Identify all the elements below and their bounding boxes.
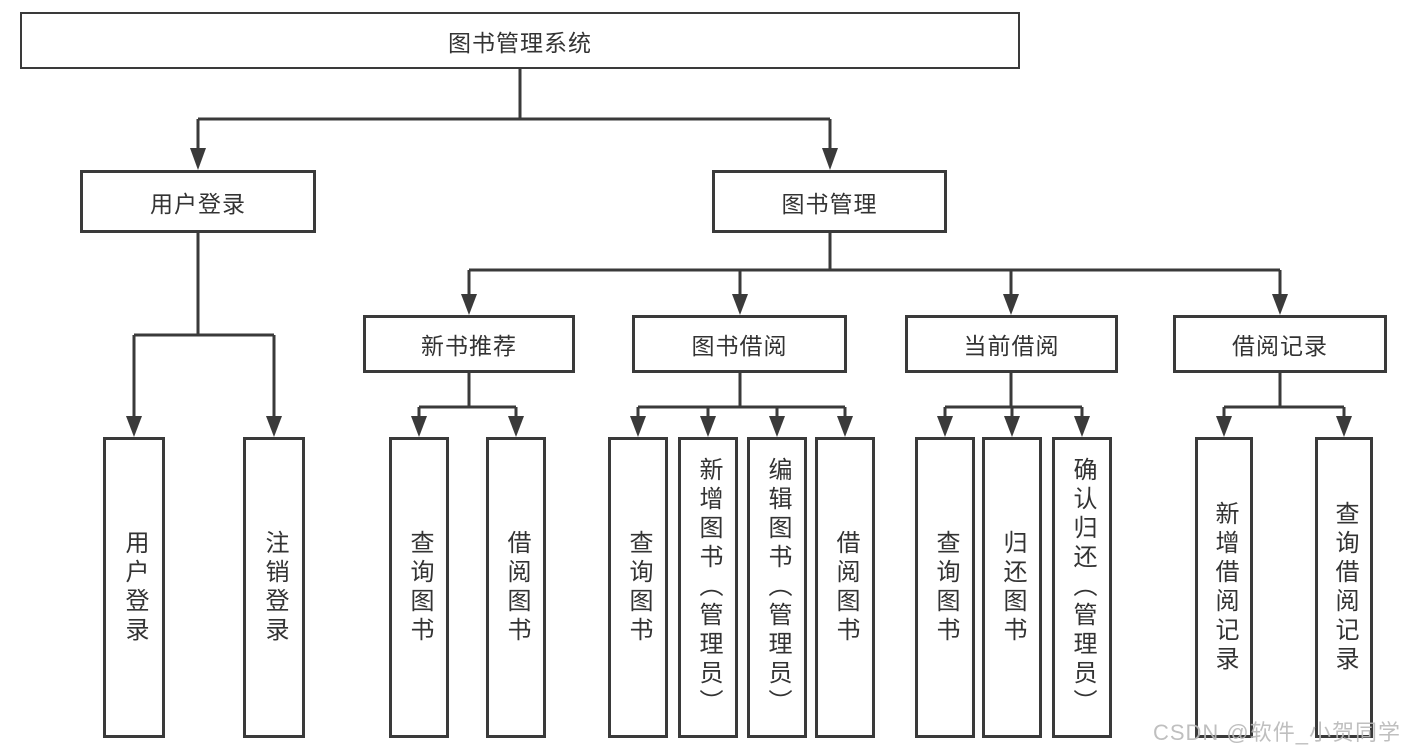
node-current-borrowing: 当前借阅 <box>905 315 1118 373</box>
leaf-add-borrow-record-label: 新增借阅记录 <box>1211 500 1238 675</box>
leaf-add-borrow-record: 新增借阅记录 <box>1195 437 1253 738</box>
leaf-borrow-books-borrowing-label: 借阅图书 <box>832 529 859 646</box>
node-new-book-recommendation-label: 新书推荐 <box>421 333 517 359</box>
node-book-management-system-label: 图书管理系统 <box>448 29 592 56</box>
node-book-borrowing: 图书借阅 <box>632 315 847 373</box>
leaf-borrow-books-borrowing: 借阅图书 <box>815 437 875 738</box>
leaf-borrow-books-recommend-label: 借阅图书 <box>503 529 530 646</box>
node-user-login-label: 用户登录 <box>150 190 246 217</box>
watermark: CSDN @软件_小贺同学 <box>1152 720 1401 745</box>
leaf-query-books-current: 查询图书 <box>915 437 975 738</box>
node-borrowing-records: 借阅记录 <box>1173 315 1387 373</box>
node-book-management: 图书管理 <box>712 170 947 233</box>
leaf-user-login: 用户登录 <box>103 437 165 738</box>
leaf-user-login-label: 用户登录 <box>121 529 148 646</box>
leaf-query-borrow-record-label: 查询借阅记录 <box>1331 500 1358 675</box>
node-book-management-label: 图书管理 <box>781 190 878 217</box>
leaf-query-books-recommend-label: 查询图书 <box>406 529 433 646</box>
leaf-return-books: 归还图书 <box>982 437 1042 738</box>
leaf-return-books-label: 归还图书 <box>999 529 1026 646</box>
leaf-add-books-admin-label: 新增图书（管理员） <box>695 457 722 718</box>
leaf-confirm-return-admin: 确认归还（管理员） <box>1052 437 1112 738</box>
leaf-add-books-admin: 新增图书（管理员） <box>678 437 738 738</box>
node-new-book-recommendation: 新书推荐 <box>363 315 575 373</box>
leaf-edit-books-admin-label: 编辑图书（管理员） <box>764 457 791 718</box>
leaf-borrow-books-recommend: 借阅图书 <box>486 437 546 738</box>
leaf-query-books-borrowing-label: 查询图书 <box>625 529 652 646</box>
node-book-management-system: 图书管理系统 <box>20 12 1020 69</box>
leaf-logout-label: 注销登录 <box>261 529 288 646</box>
node-book-borrowing-label: 图书借阅 <box>691 333 788 359</box>
leaf-logout: 注销登录 <box>243 437 305 738</box>
leaf-query-books-current-label: 查询图书 <box>932 529 959 646</box>
leaf-confirm-return-admin-label: 确认归还（管理员） <box>1069 457 1096 718</box>
node-current-borrowing-label: 当前借阅 <box>963 333 1060 359</box>
leaf-query-books-borrowing: 查询图书 <box>608 437 668 738</box>
node-user-login: 用户登录 <box>80 170 316 233</box>
node-borrowing-records-label: 借阅记录 <box>1232 333 1328 359</box>
leaf-query-borrow-record: 查询借阅记录 <box>1315 437 1373 738</box>
leaf-query-books-recommend: 查询图书 <box>389 437 449 738</box>
leaf-edit-books-admin: 编辑图书（管理员） <box>747 437 807 738</box>
